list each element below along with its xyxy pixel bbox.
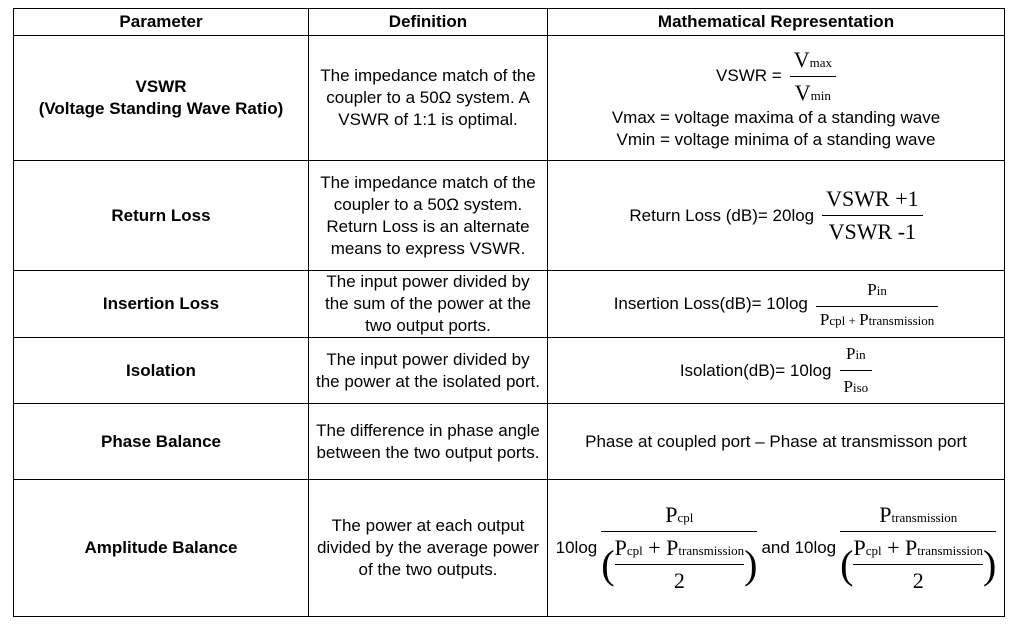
header-row: Parameter Definition Mathematical Repres… [13,8,1005,36]
amplitude-num1: P [665,502,678,527]
param-return-loss: Return Loss [13,160,309,271]
amplitude-den-two-1: 2 [673,568,685,593]
insertion-loss-lhs: Insertion Loss(dB)= 10log [613,294,808,313]
insertion-loss-fraction: Pin Pcpl + Ptransmission [815,276,939,332]
amplitude-num2-sub: transmission [891,510,958,525]
math-phase-balance: Phase at coupled port – Phase at transmi… [547,403,1005,480]
math-vswr: VSWR = Vmax Vmin Vmax = voltage maxima o… [547,35,1005,161]
insertion-loss-den-b-sub: transmission [868,313,935,328]
header-definition: Definition [308,8,548,36]
amplitude-den-b-sub-2: transmission [917,543,984,558]
table-row: VSWR (Voltage Standing Wave Ratio) The i… [13,35,1005,161]
amplitude-den-a-sub-1: cpl [626,543,643,558]
amplitude-den-b-1: P [666,535,679,560]
insertion-loss-den-a-sub: cpl [829,313,846,328]
table-row: Insertion Loss The input power divided b… [13,270,1005,338]
amplitude-lhs: 10log [555,538,598,557]
amplitude-formula: 10log Pcpl ( Pcpl + Ptransmission 2 ) [550,501,1002,595]
param-isolation: Isolation [13,337,309,404]
table-row: Amplitude Balance The power at each outp… [13,479,1005,617]
amplitude-den-b-2: P [905,535,918,560]
isolation-den: P [843,377,853,396]
def-phase-balance: The difference in phase angle between th… [308,403,548,480]
header-math: Mathematical Representation [547,8,1005,36]
def-insertion-loss: The input power divided by the sum of th… [308,270,548,338]
vswr-num: V [793,46,810,72]
amplitude-den-b-sub-1: transmission [678,543,745,558]
amplitude-den-two-2: 2 [912,568,924,593]
vswr-formula: VSWR = Vmax Vmin [554,46,998,107]
table-row: Return Loss The impedance match of the c… [13,160,1005,271]
amplitude-den-a-1: P [614,535,627,560]
vswr-den: V [794,79,811,105]
vswr-note-vmax: Vmax = voltage maxima of a standing wave [611,107,941,127]
insertion-loss-den-plus: + [845,313,860,328]
table-row: Isolation The input power divided by the… [13,337,1005,404]
param-vswr-sublabel: (Voltage Standing Wave Ratio) [38,99,284,118]
return-loss-fraction: VSWR +1 VSWR -1 [822,185,923,246]
def-isolation: The input power divided by the power at … [308,337,548,404]
parameter-table: Parameter Definition Mathematical Repres… [13,8,1005,617]
math-return-loss: Return Loss (dB)= 20log VSWR +1 VSWR -1 [547,160,1005,271]
vswr-lhs: VSWR = [716,66,782,85]
isolation-num-sub: in [855,347,866,362]
amplitude-fraction-cpl: Pcpl ( Pcpl + Ptransmission 2 ) [601,501,758,595]
vswr-fraction: Vmax Vmin [789,46,836,107]
math-isolation: Isolation(dB)= 10log Pin Piso [547,337,1005,404]
amplitude-num1-sub: cpl [677,510,694,525]
return-loss-den: VSWR -1 [828,219,917,244]
vswr-note-vmin: Vmin = voltage minima of a standing wave [616,129,936,149]
amplitude-paren-open-2: ( [840,541,854,587]
return-loss-lhs: Return Loss (dB)= 20log [629,205,815,225]
amplitude-paren-close-2: ) [983,541,997,587]
amplitude-paren-open-1: ( [601,541,615,587]
isolation-lhs: Isolation(dB)= 10log [679,360,832,380]
isolation-den-sub: iso [852,380,869,395]
amplitude-paren-close-1: ) [744,541,758,587]
param-amplitude-balance: Amplitude Balance [13,479,309,617]
return-loss-num: VSWR +1 [826,186,919,211]
insertion-loss-num: P [867,280,877,299]
insertion-loss-formula: Insertion Loss(dB)= 10log Pin Pcpl + Ptr… [554,276,998,332]
isolation-fraction: Pin Piso [839,340,873,401]
amplitude-den-a-sub-2: cpl [865,543,882,558]
amplitude-den-plus-2: + [881,535,906,560]
isolation-formula: Isolation(dB)= 10log Pin Piso [554,340,998,401]
insertion-loss-num-sub: in [876,283,887,298]
return-loss-formula: Return Loss (dB)= 20log VSWR +1 VSWR -1 [554,185,998,246]
param-vswr-label: VSWR [135,77,187,96]
insertion-loss-den-b: P [859,310,869,329]
amplitude-mid: and 10log [761,538,837,557]
vswr-den-sub: min [810,87,831,103]
insertion-loss-den-a: P [819,310,830,329]
amplitude-den-a-2: P [853,535,866,560]
math-amplitude-balance: 10log Pcpl ( Pcpl + Ptransmission 2 ) [547,479,1005,617]
table-row: Phase Balance The difference in phase an… [13,403,1005,480]
param-insertion-loss: Insertion Loss [13,270,309,338]
def-vswr: The impedance match of the coupler to a … [308,35,548,161]
isolation-num: P [846,344,856,363]
amplitude-den-plus-1: + [642,535,667,560]
param-phase-balance: Phase Balance [13,403,309,480]
param-vswr: VSWR (Voltage Standing Wave Ratio) [13,35,309,161]
vswr-num-sub: max [809,54,832,70]
amplitude-num2: P [879,502,892,527]
math-insertion-loss: Insertion Loss(dB)= 10log Pin Pcpl + Ptr… [547,270,1005,338]
amplitude-fraction-transmission: Ptransmission ( Pcpl + Ptransmission 2 ) [840,501,997,595]
def-return-loss: The impedance match of the coupler to a … [308,160,548,271]
def-amplitude-balance: The power at each output divided by the … [308,479,548,617]
header-parameter: Parameter [13,8,309,36]
